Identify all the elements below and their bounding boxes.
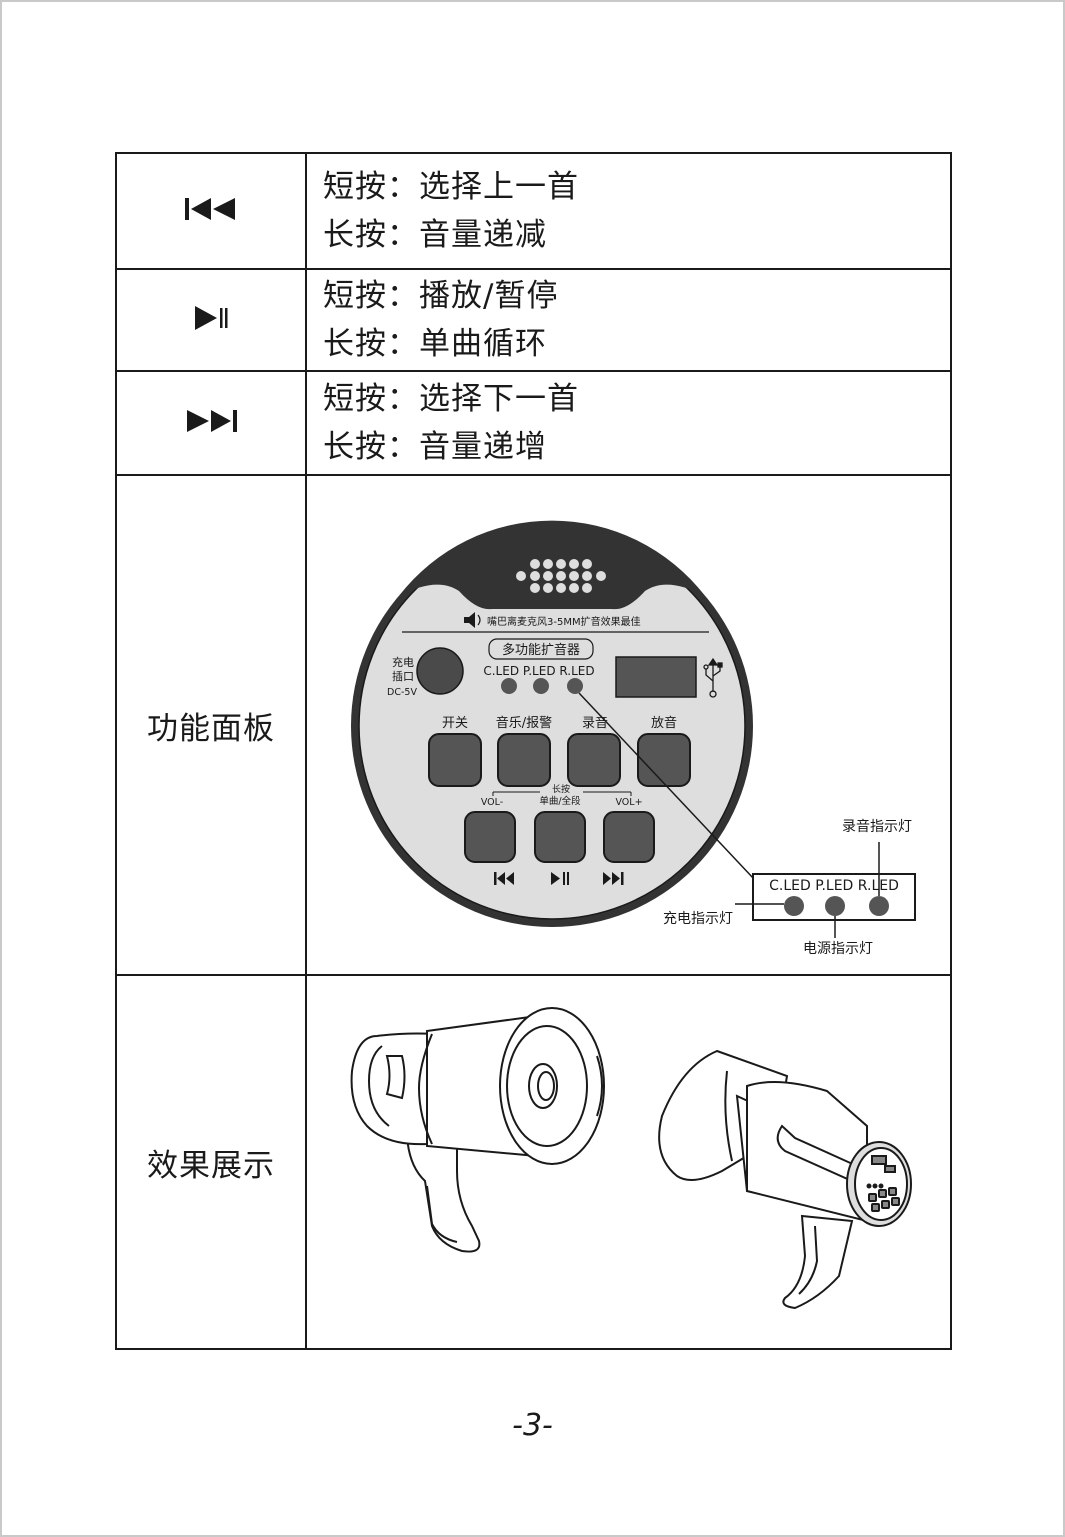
megaphone-illustration: [350, 1007, 912, 1310]
callout-led-labels: C.LED P.LED R.LED: [769, 878, 899, 894]
speaker-icon: [464, 612, 481, 628]
prev-button[interactable]: [464, 811, 516, 863]
control-panel-diagram: 嘴巴离麦克风3-5MM扩音效果最佳 多功能扩音器 充电 插口 DC-5V C.L…: [351, 520, 916, 957]
power-indicator-label: 电源指示灯: [803, 941, 873, 957]
usb-icon: [703, 657, 723, 698]
table-row: 功能面板 嘴巴离麦克风3-5MM扩音效果最佳: [115, 474, 952, 976]
power-led: [533, 678, 549, 694]
long-press-line: 长按：单曲循环: [323, 326, 547, 362]
play-pause-button[interactable]: [534, 811, 586, 863]
record-led: [869, 896, 889, 916]
charge-indicator-label: 充电指示灯: [663, 911, 733, 927]
table-row: 短按：播放/暂停 长按：单曲循环: [115, 268, 952, 372]
device-title-frame: [488, 638, 594, 660]
record-button[interactable]: [567, 733, 621, 787]
short-press-line: 短按：播放/暂停: [323, 278, 559, 314]
playback-button-label: 放音: [651, 715, 677, 731]
vol-plus-label: VOL+: [615, 797, 642, 808]
grille-holes: [516, 559, 606, 593]
charge-port-label: 充电: [392, 655, 414, 669]
page-number: -3-: [512, 1408, 553, 1443]
megaphone-rear-view: [658, 1049, 912, 1310]
led-display: [615, 656, 697, 698]
charge-port-label: 插口: [392, 669, 414, 683]
next-button[interactable]: [603, 811, 655, 863]
megaphone-side-view: [350, 1007, 605, 1253]
single-all-label: 单曲/全段: [539, 795, 581, 807]
playback-button[interactable]: [637, 733, 691, 787]
function-table: 短按：选择上一首 长按：音量递减 短按：播放/暂停 长按：单曲循环: [115, 152, 952, 1350]
play-pause-icon: [195, 306, 228, 330]
callout-leader: [578, 692, 755, 880]
charge-led: [501, 678, 517, 694]
device-title: 多功能扩音器: [502, 642, 580, 658]
charge-port-socket: [416, 647, 464, 695]
power-button-label: 开关: [442, 716, 468, 731]
music-alarm-button[interactable]: [497, 733, 551, 787]
long-press-line: 长按：音量递增: [323, 429, 547, 465]
charge-led: [784, 896, 804, 916]
charge-port-spec: DC-5V: [387, 687, 417, 698]
mic-distance-text: 嘴巴离麦克风3-5MM扩音效果最佳: [487, 615, 641, 628]
short-press-line: 短按：选择上一首: [323, 169, 579, 205]
table-row: 短按：选择上一首 长按：音量递减: [115, 152, 952, 270]
prev-track-icon: [494, 872, 514, 885]
next-track-icon: [187, 410, 237, 432]
record-led: [567, 678, 583, 694]
vol-minus-label: VOL-: [481, 797, 503, 808]
play-pause-icon: [551, 872, 569, 885]
record-button-label: 录音: [582, 715, 608, 731]
long-press-label: 长按: [552, 783, 570, 795]
power-led: [825, 896, 845, 916]
prev-track-icon: [185, 198, 235, 220]
music-alarm-button-label: 音乐/报警: [496, 715, 552, 731]
panel-label: 功能面板: [115, 474, 307, 976]
power-button[interactable]: [428, 733, 482, 787]
led-labels: C.LED P.LED R.LED: [483, 664, 594, 678]
short-press-line: 短按：选择下一首: [323, 381, 579, 417]
record-indicator-label: 录音指示灯: [842, 818, 912, 835]
long-press-line: 长按：音量递减: [323, 217, 547, 253]
next-track-icon: [603, 872, 624, 885]
table-row: 短按：选择下一首 长按：音量递增: [115, 370, 952, 476]
effect-label: 效果展示: [115, 974, 307, 1350]
table-row: 效果展示: [115, 974, 952, 1350]
